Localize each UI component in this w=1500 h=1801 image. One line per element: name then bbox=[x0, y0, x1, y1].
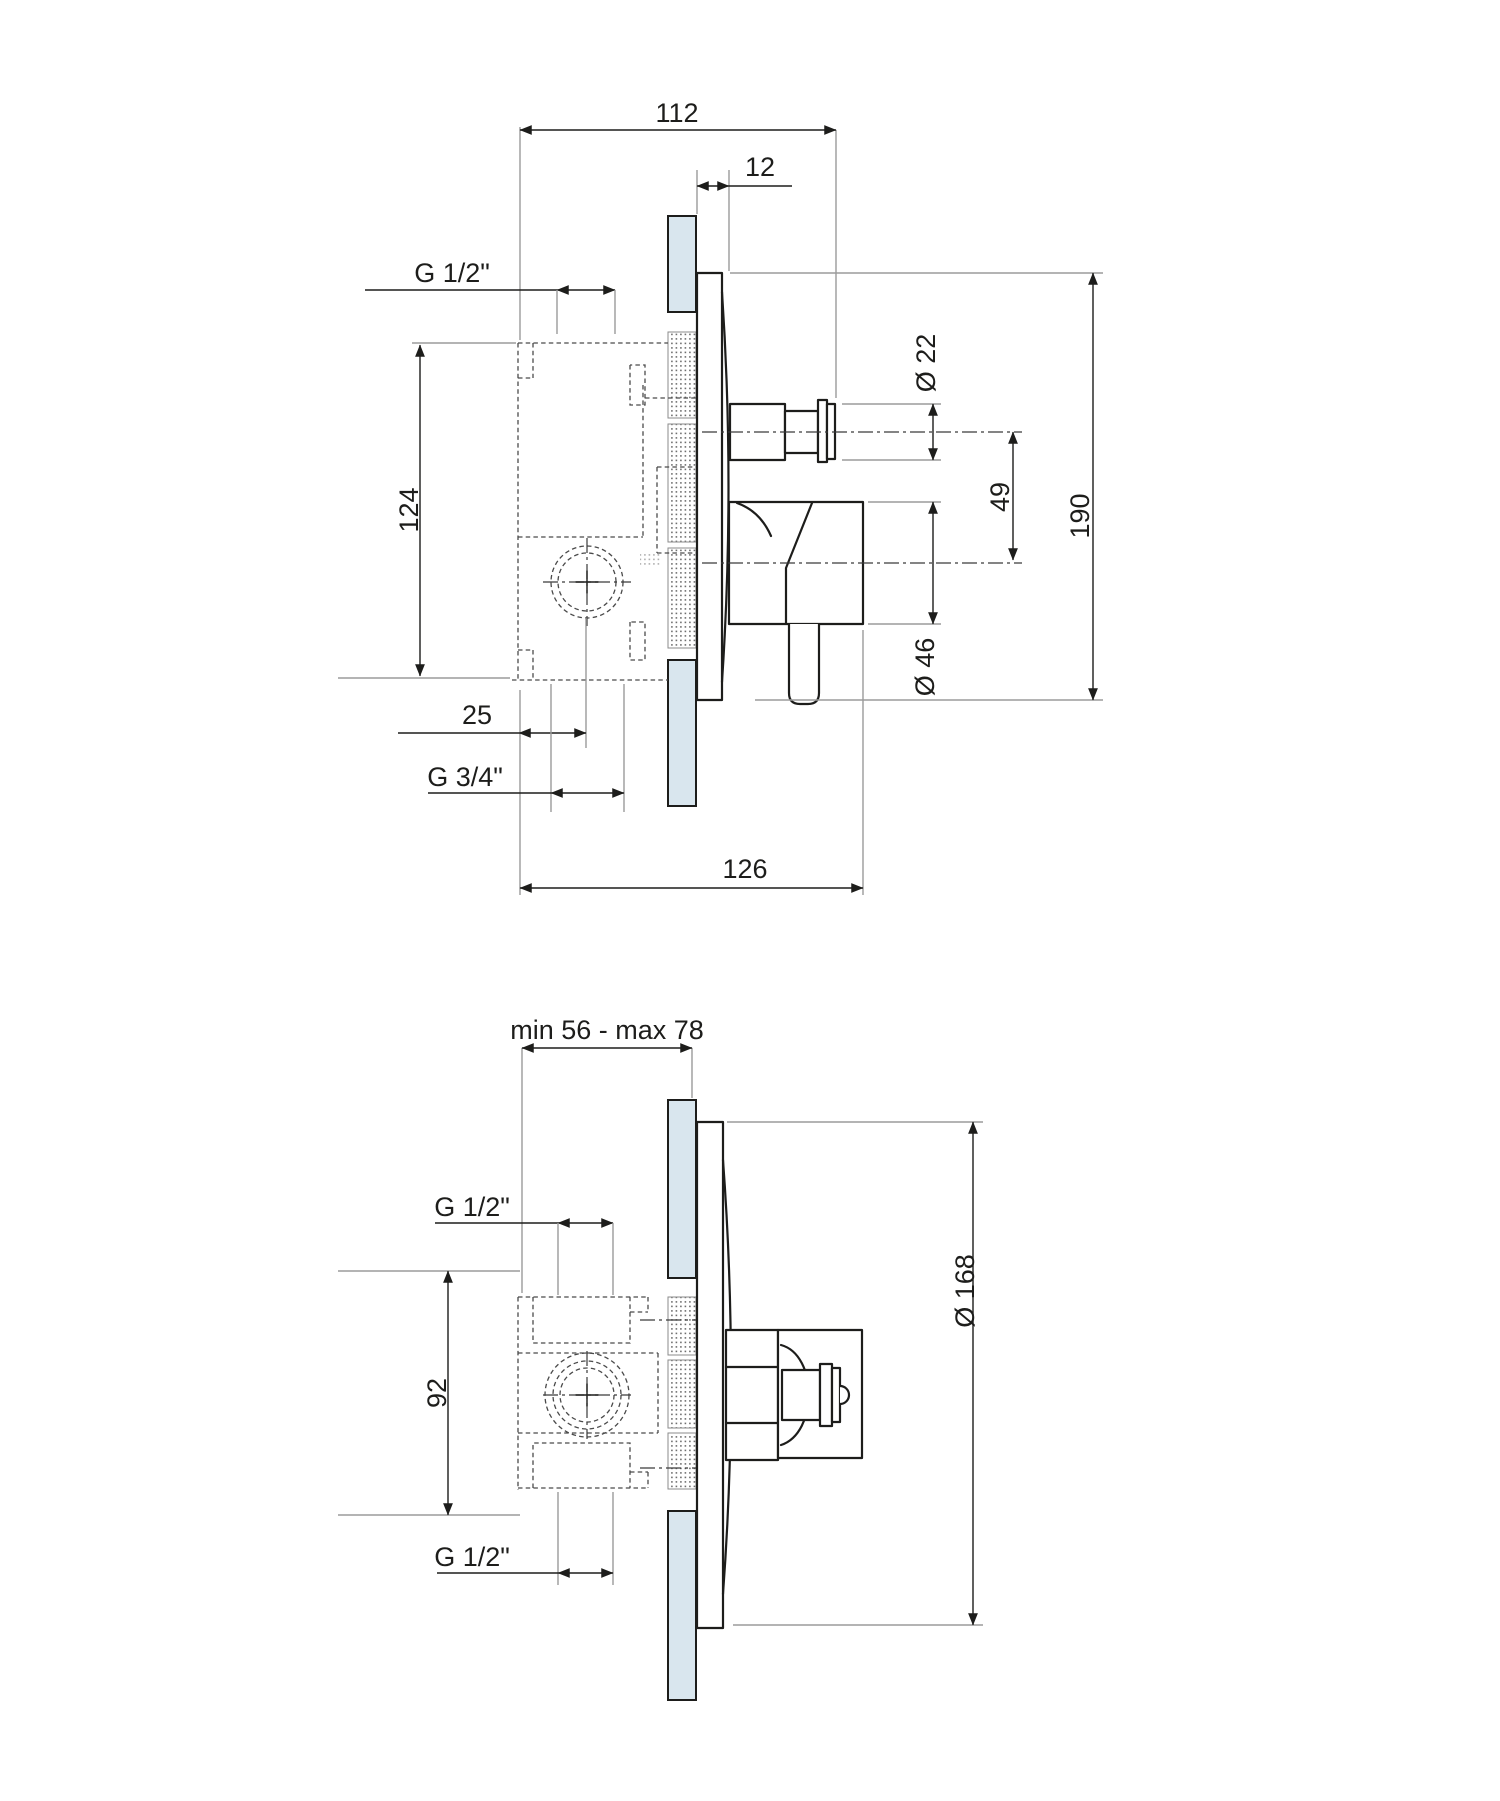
wall-section bbox=[667, 1099, 697, 1701]
dim-port-spacing: 92 bbox=[338, 1270, 520, 1516]
wall-segment bbox=[667, 1510, 697, 1701]
thread-label: G 1/2" bbox=[414, 258, 490, 288]
thread-hatch bbox=[667, 1296, 697, 1356]
thread-label: G 1/2" bbox=[434, 1542, 510, 1572]
dim-overall-height: 190 bbox=[730, 272, 1103, 701]
dim-overall-width: 112 bbox=[519, 98, 837, 398]
thread-hatch bbox=[667, 1432, 697, 1490]
dim-plate-offset: 12 bbox=[696, 152, 792, 271]
dim-thread-top: G 1/2" bbox=[434, 1192, 614, 1295]
diverter-knob-side bbox=[728, 398, 837, 464]
dim-label: 12 bbox=[745, 152, 775, 182]
thread-label: G 1/2" bbox=[434, 1192, 510, 1222]
front-section-view: min 56 - max 78 G 1/2" 92 G 1/2" Ø 168 bbox=[338, 1015, 983, 1701]
dim-label: Ø 46 bbox=[910, 638, 940, 697]
dim-label: 92 bbox=[422, 1378, 452, 1408]
trim-plate-side bbox=[695, 271, 730, 702]
handle-front bbox=[724, 1328, 864, 1462]
dim-label: 126 bbox=[722, 854, 767, 884]
dim-label: 190 bbox=[1065, 493, 1095, 538]
thread-hatch bbox=[667, 331, 697, 419]
concealed-valve-body bbox=[512, 342, 700, 681]
marking bbox=[640, 553, 662, 565]
thread-hatch bbox=[667, 423, 697, 543]
dim-label: 25 bbox=[462, 700, 492, 730]
thread-hatch bbox=[667, 547, 697, 649]
dim-label: 112 bbox=[655, 98, 698, 128]
dim-diverter-diameter: Ø 22 bbox=[842, 334, 941, 461]
thread-label: G 3/4" bbox=[427, 762, 503, 792]
thread-hatch bbox=[667, 1359, 697, 1429]
side-section-view: 112 12 G 1/2" 124 25 bbox=[338, 98, 1103, 895]
dim-thread-bottom: G 3/4" bbox=[427, 684, 625, 812]
dim-label: 49 bbox=[985, 482, 1015, 512]
wall-segment bbox=[667, 215, 697, 313]
dim-label: Ø 168 bbox=[950, 1254, 980, 1328]
dim-body-height: 124 bbox=[338, 342, 516, 679]
dim-thread-bottom: G 1/2" bbox=[434, 1492, 614, 1585]
wall-segment bbox=[667, 1099, 697, 1279]
wall-section bbox=[667, 215, 697, 807]
dim-label: Ø 22 bbox=[911, 334, 941, 393]
lever-handle-side bbox=[727, 500, 865, 706]
dim-label: min 56 - max 78 bbox=[510, 1015, 704, 1045]
dim-label: 124 bbox=[394, 487, 424, 532]
wall-segment bbox=[667, 659, 697, 807]
dim-port-offset: 25 bbox=[398, 618, 587, 895]
dim-plate-diameter: Ø 168 bbox=[727, 1121, 983, 1626]
dim-handle-diameter: Ø 46 bbox=[868, 501, 941, 697]
dim-overall-depth: 126 bbox=[519, 630, 864, 895]
concealed-valve-body bbox=[517, 1296, 700, 1490]
dim-axis-spacing: 49 bbox=[985, 431, 1018, 561]
dim-mounting-depth-range: min 56 - max 78 bbox=[510, 1015, 704, 1293]
dim-thread-top: G 1/2" bbox=[365, 258, 616, 334]
diverter-knob-front bbox=[780, 1368, 822, 1422]
